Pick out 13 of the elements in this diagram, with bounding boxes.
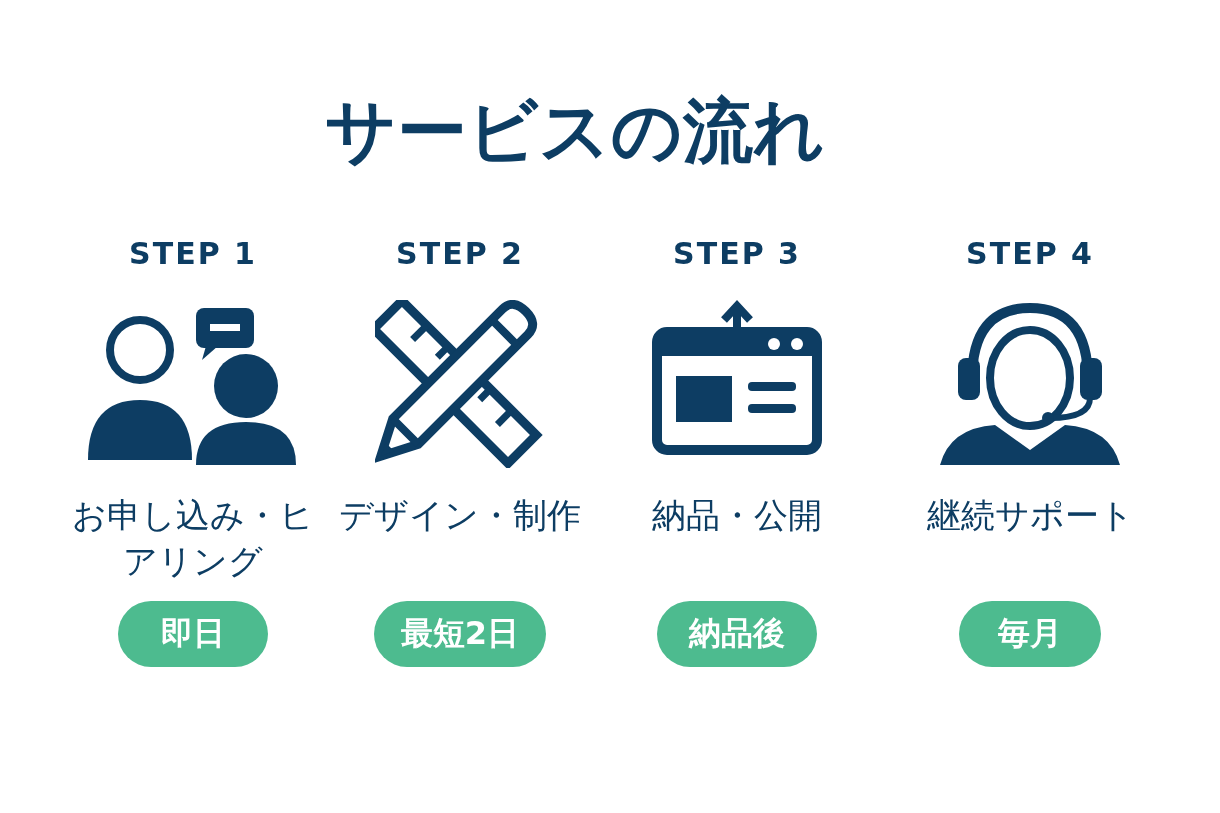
step-number: STEP 4 <box>965 236 1095 271</box>
title: サービスの流れ <box>324 89 826 174</box>
duration-pill: 毎月 <box>959 601 1101 667</box>
step-name: 納品・公開 <box>651 494 823 537</box>
duration-pill: 最短2日 <box>374 601 546 667</box>
duration-pill: 納品後 <box>657 601 817 667</box>
step-number: STEP 3 <box>672 236 802 271</box>
step-number: STEP 1 <box>128 236 258 271</box>
step-name: お申し込み・ヒアリング <box>71 494 315 583</box>
step-number: STEP 2 <box>395 236 525 271</box>
step-name: デザイン・制作 <box>338 494 582 537</box>
duration-pill: 即日 <box>118 601 268 667</box>
step-name: 継続サポート <box>925 494 1135 537</box>
